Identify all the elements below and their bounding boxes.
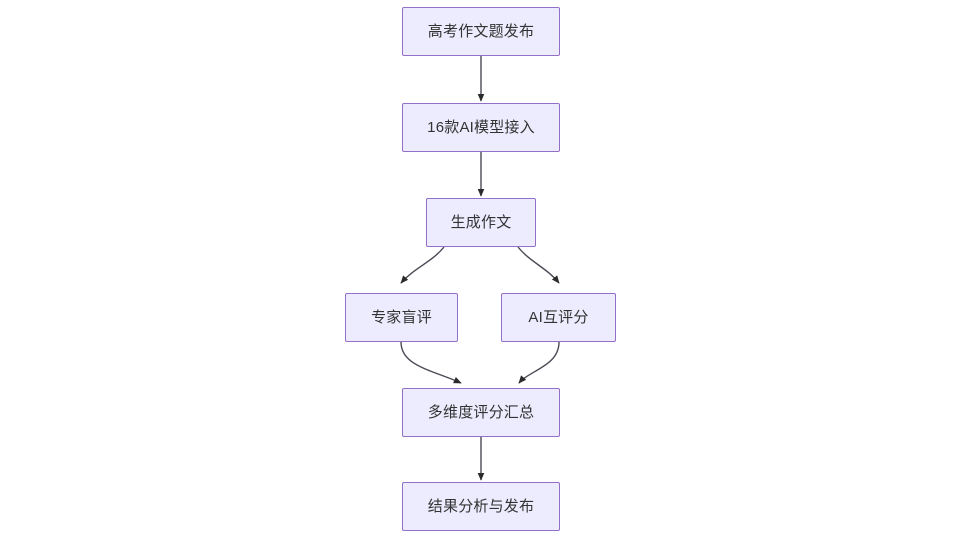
node-label: 高考作文题发布 [427, 23, 535, 40]
node-label: AI互评分 [528, 309, 589, 326]
node-ai-models-onboarding[interactable]: 16款AI模型接入 [402, 103, 560, 152]
node-label: 结果分析与发布 [427, 498, 535, 515]
node-generate-essay[interactable]: 生成作文 [426, 198, 536, 247]
node-label: 16款AI模型接入 [427, 119, 535, 136]
node-label: 多维度评分汇总 [427, 404, 535, 421]
node-multidimensional-score-summary[interactable]: 多维度评分汇总 [402, 388, 560, 437]
node-result-analysis-publish[interactable]: 结果分析与发布 [402, 482, 560, 531]
edge-n3-n4 [400, 246, 445, 284]
edge-n4-n6 [400, 341, 462, 384]
node-essay-topic-release[interactable]: 高考作文题发布 [402, 7, 560, 56]
edge-n3-n5 [517, 246, 560, 284]
edge-n5-n6 [518, 341, 560, 384]
node-ai-peer-scoring[interactable]: AI互评分 [501, 293, 616, 342]
node-label: 生成作文 [450, 214, 512, 231]
node-expert-blind-review[interactable]: 专家盲评 [345, 293, 458, 342]
node-label: 专家盲评 [371, 309, 432, 326]
